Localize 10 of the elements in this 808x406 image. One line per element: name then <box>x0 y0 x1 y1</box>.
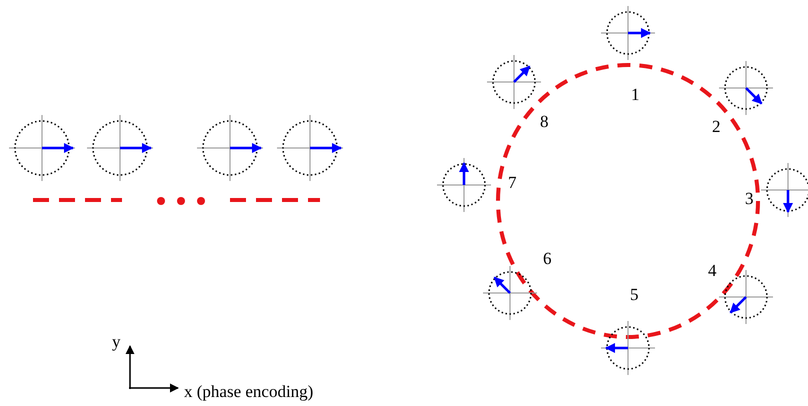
position-number: 2 <box>712 118 720 135</box>
position-number: 3 <box>745 190 754 207</box>
axis-label: x (phase encoding) <box>184 383 314 400</box>
position-number: 7 <box>508 174 516 191</box>
position-number: 5 <box>630 286 638 303</box>
position-number: 4 <box>708 262 716 279</box>
axis-label: y <box>112 333 120 350</box>
position-number: 8 <box>540 113 548 130</box>
position-number: 1 <box>631 86 640 103</box>
position-number: 6 <box>543 250 552 267</box>
